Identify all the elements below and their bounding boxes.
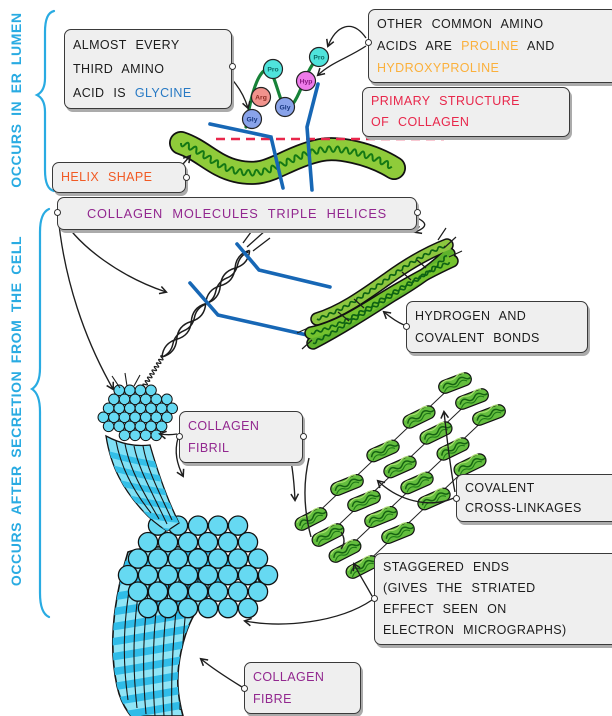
annotation-arrows	[57, 25, 456, 688]
note-line: ACIDS ARE PROLINE AND	[377, 39, 555, 53]
connector-dot	[228, 63, 236, 70]
note-line: COLLAGEN	[188, 419, 260, 433]
note-line: FIBRIL	[188, 441, 230, 455]
bond-hash-marks	[296, 227, 463, 350]
connector-dot	[452, 495, 460, 502]
frayed-ends	[242, 227, 271, 252]
blue-bond-line-3	[235, 242, 332, 289]
fibril-box: COLLAGEN FIBRIL	[175, 411, 307, 463]
note-line: THIRD AMINO	[73, 62, 165, 76]
svg-text:Hyp: Hyp	[300, 79, 313, 86]
bead-gly-1: Gly	[241, 108, 263, 130]
arrow-crosslink-main	[376, 479, 455, 504]
glycine-note-box: ALMOST EVERY THIRD AMINO ACID IS GLYCINE	[64, 29, 236, 109]
arrow-hydroxyproline	[316, 45, 367, 77]
arrow-staggered-to-fibre	[243, 599, 373, 627]
note-line: OTHER COMMON AMINO	[377, 17, 544, 31]
arrow-molecules-to-fibril	[57, 214, 114, 391]
note-line: ELECTRON MICROGRAPHS)	[383, 623, 567, 637]
bonds-box: HYDROGEN AND COVALENT BONDS	[402, 301, 588, 353]
bead-pro-2: Pro	[308, 46, 330, 68]
helix-band	[170, 132, 405, 184]
note-line: ALMOST EVERY	[73, 38, 180, 52]
fibril-tail-lines	[115, 440, 173, 525]
note-line: CROSS-LINKAGES	[465, 501, 582, 515]
svg-text:Pro: Pro	[267, 67, 278, 74]
arrow-fibre	[199, 657, 243, 688]
note-line: HYDROGEN AND	[415, 309, 527, 323]
secretion-brace	[29, 207, 51, 619]
bead-arg: Arg	[250, 86, 272, 108]
helix-shape-box: HELIX SHAPE	[52, 162, 190, 193]
arrow-fibril-left	[158, 430, 178, 440]
svg-text:Arg: Arg	[255, 95, 267, 102]
connector-dot	[299, 433, 307, 440]
proline-highlight: PROLINE	[461, 39, 519, 53]
note-line: COLLAGEN	[253, 670, 325, 684]
staggered-array-drawing	[294, 372, 506, 579]
svg-text:Gly: Gly	[280, 105, 291, 112]
secretion-label: OCCURS AFTER SECRETION FROM THE CELL	[8, 235, 24, 587]
note-line: HELIX SHAPE	[61, 170, 153, 184]
connector-dot	[364, 39, 372, 46]
staggered-ends-box: STAGGERED ENDS (GIVES THE STRIATED EFFEC…	[370, 553, 612, 645]
blue-bond-line-1	[208, 122, 285, 190]
note-line: HYDROXYPROLINE	[377, 57, 609, 79]
helix-band-drawing	[169, 131, 406, 185]
primary-structure-box: PRIMARY STRUCTURE OF COLLAGEN	[362, 87, 570, 137]
note-line: COVALENT	[465, 481, 535, 495]
note-line: COLLAGEN MOLECULES TRIPLE HELICES	[86, 206, 388, 221]
arrow-fibril-down	[175, 437, 185, 478]
connector-dot	[413, 209, 421, 216]
blue-bond-line-2	[305, 82, 320, 192]
note-line: STAGGERED ENDS	[383, 560, 510, 574]
svg-text:Gly: Gly	[247, 117, 258, 124]
fibril-top-ticks	[111, 372, 141, 389]
bead-hyp: Hyp	[295, 70, 317, 92]
glycine-highlight: GLYCINE	[134, 86, 192, 100]
er-lumen-label: OCCURS IN ER LUMEN	[8, 12, 24, 188]
hydroxyproline-highlight: HYDROXYPROLINE	[377, 61, 500, 75]
proline-note-box: OTHER COMMON AMINO ACIDS ARE PROLINE AND…	[364, 9, 612, 83]
collagen-molecule-drawing	[296, 227, 463, 350]
connector-dot	[402, 323, 410, 330]
fibre-box: COLLAGEN FIBRE	[240, 662, 361, 714]
note-line: PRIMARY STRUCTURE	[371, 94, 520, 108]
bead-gly-2: Gly	[274, 96, 296, 118]
blue-bond-line-4	[188, 281, 309, 337]
triple-helix-drawing	[128, 227, 271, 401]
triple-helices-box: COLLAGEN MOLECULES TRIPLE HELICES	[53, 197, 421, 230]
connector-dot	[240, 685, 248, 692]
arrow-proline	[326, 25, 367, 48]
arrow-bonds	[382, 310, 405, 326]
bead-pro-1: Pro	[262, 58, 284, 80]
connector-dot	[53, 209, 61, 216]
note-line: COVALENT BONDS	[415, 331, 540, 345]
note-line: FIBRE	[253, 692, 292, 706]
arrow-staggered-to-array	[352, 562, 373, 597]
note-line: OF COLLAGEN	[371, 115, 470, 129]
arrow-crosslink-up	[440, 410, 456, 493]
er-lumen-brace	[34, 9, 56, 193]
note-line: EFFECT SEEN ON	[383, 602, 507, 616]
connector-dot	[175, 433, 183, 440]
amino-acid-chain: Gly Arg Pro Gly Hyp Pro	[241, 46, 330, 130]
svg-text:Pro: Pro	[313, 55, 324, 62]
note-line: (GIVES THE STRIATED	[383, 581, 536, 595]
note-line: ACID IS GLYCINE	[73, 86, 192, 100]
connector-dot	[182, 174, 190, 181]
array-bracket-marks	[304, 457, 345, 550]
collagen-fibril-drawing	[97, 372, 180, 532]
cross-linkages-box: COVALENT CROSS-LINKAGES	[452, 474, 612, 522]
connector-dot	[370, 595, 378, 602]
